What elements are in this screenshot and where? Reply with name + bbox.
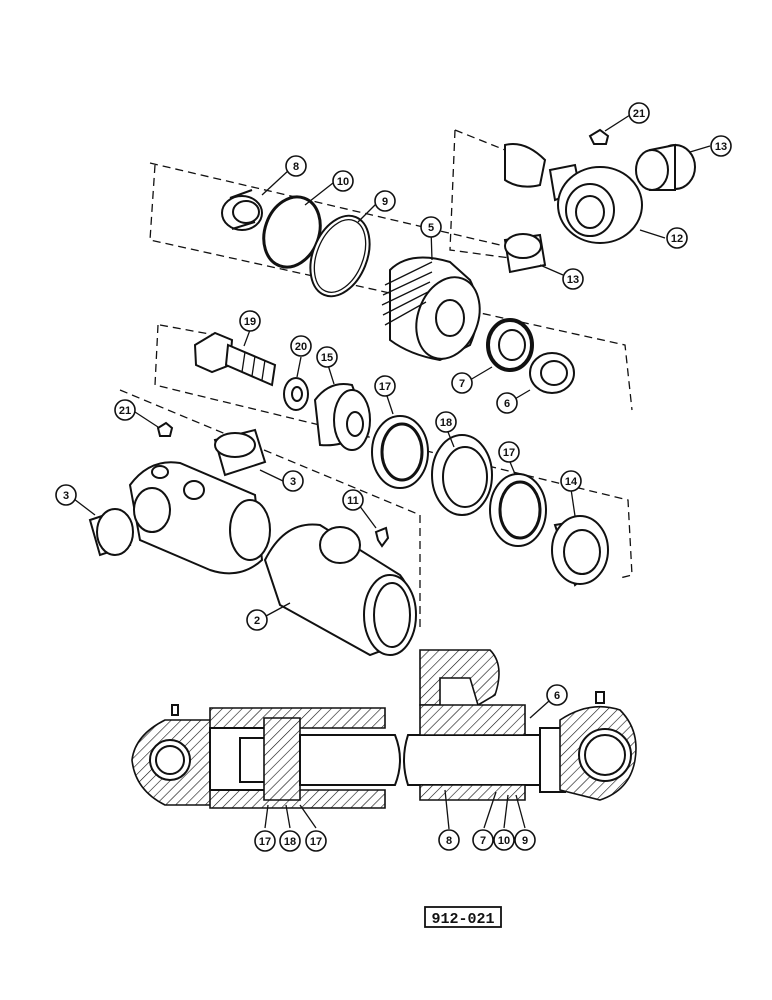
callout-label: 20 [295, 341, 307, 353]
callout-label: 21 [119, 405, 131, 417]
callout-label: 7 [459, 378, 465, 390]
callout-8: 8 [285, 155, 307, 177]
callout-13: 13 [562, 268, 584, 290]
callout-11: 11 [342, 489, 364, 511]
callout-21: 21 [114, 399, 136, 421]
callout-9: 9 [514, 829, 536, 851]
callout-6: 6 [496, 392, 518, 414]
callout-label: 3 [63, 490, 69, 502]
rod-eye-part-12 [557, 166, 643, 244]
callout-label: 14 [565, 476, 578, 488]
o-ring-part-9 [309, 214, 371, 298]
callout-10: 10 [493, 829, 515, 851]
grease-fitting-part-21-left [156, 421, 174, 437]
callout-2: 2 [246, 609, 268, 631]
callout-18: 18 [435, 411, 457, 433]
callout-17: 17 [254, 830, 276, 852]
callout-label: 11 [347, 495, 359, 507]
callout-leaders [73, 114, 711, 830]
bushing-part-3-left [88, 508, 134, 557]
figure-reference-label: 912-021 [431, 911, 494, 928]
callout-label: 13 [567, 274, 579, 286]
wiper-seal-part-7 [486, 318, 534, 372]
callout-8: 8 [438, 829, 460, 851]
callout-19: 19 [239, 310, 261, 332]
callout-label: 17 [310, 836, 322, 848]
callout-20: 20 [290, 335, 312, 357]
piston-part-15 [313, 383, 371, 451]
bushing-part-13-lower [503, 233, 547, 274]
callout-label: 8 [293, 161, 299, 173]
callout-label: 2 [254, 615, 260, 627]
callout-18: 18 [279, 830, 301, 852]
piston-ring-part-18 [431, 434, 493, 516]
callout-15: 15 [316, 346, 338, 368]
callout-3: 3 [282, 470, 304, 492]
bushing-part-8 [221, 189, 263, 231]
bolt-part-19 [193, 331, 277, 387]
bushing-part-3-upper [213, 428, 267, 477]
screw-part-11 [374, 526, 390, 548]
group-outline-rod-eye [449, 129, 526, 261]
callout-17: 17 [305, 830, 327, 852]
callout-7: 7 [472, 829, 494, 851]
callout-label: 6 [554, 690, 560, 702]
bushing-part-13-upper [635, 143, 696, 191]
callout-label: 9 [522, 835, 528, 847]
callout-label: 8 [446, 835, 452, 847]
callout-label: 19 [244, 316, 256, 328]
callout-3: 3 [55, 484, 77, 506]
callout-10: 10 [332, 170, 354, 192]
callout-label: 18 [440, 417, 452, 429]
callout-label: 5 [428, 222, 434, 234]
callout-21: 21 [628, 102, 650, 124]
callout-12: 12 [666, 227, 688, 249]
gland-part-5 [381, 256, 481, 362]
piston-part-14 [551, 515, 609, 587]
callout-17: 17 [374, 375, 396, 397]
callout-label: 13 [715, 141, 727, 153]
callout-label: 3 [290, 476, 296, 488]
callout-label: 12 [671, 233, 683, 245]
callout-label: 17 [503, 447, 515, 459]
washer-part-20 [283, 377, 309, 411]
callout-9: 9 [374, 190, 396, 212]
callout-label: 17 [259, 836, 271, 848]
callout-label: 10 [337, 176, 349, 188]
group-outline-piston [154, 324, 633, 579]
seal-part-17-lower [489, 473, 547, 547]
callout-label: 18 [284, 836, 296, 848]
callout-label: 17 [379, 381, 391, 393]
callout-14: 14 [560, 470, 582, 492]
base-end-part [128, 461, 271, 575]
figure-reference: 912-021 [424, 906, 502, 928]
callout-17: 17 [498, 441, 520, 463]
callout-label: 6 [504, 398, 510, 410]
seal-part-17-upper [371, 415, 429, 489]
callout-label: 9 [382, 196, 388, 208]
assembled-cylinder-section [131, 649, 637, 809]
callout-label: 7 [480, 835, 486, 847]
callout-5: 5 [420, 216, 442, 238]
seal-part-6 [529, 352, 575, 394]
callout-6: 6 [546, 684, 568, 706]
callout-13: 13 [710, 135, 732, 157]
callout-label: 10 [498, 835, 510, 847]
callout-label: 21 [633, 108, 645, 120]
grease-fitting-part-21-top [588, 128, 610, 145]
callout-label: 15 [321, 352, 333, 364]
callout-7: 7 [451, 372, 473, 394]
group-outline-barrel [119, 389, 421, 630]
barrel-part-2 [263, 523, 417, 657]
